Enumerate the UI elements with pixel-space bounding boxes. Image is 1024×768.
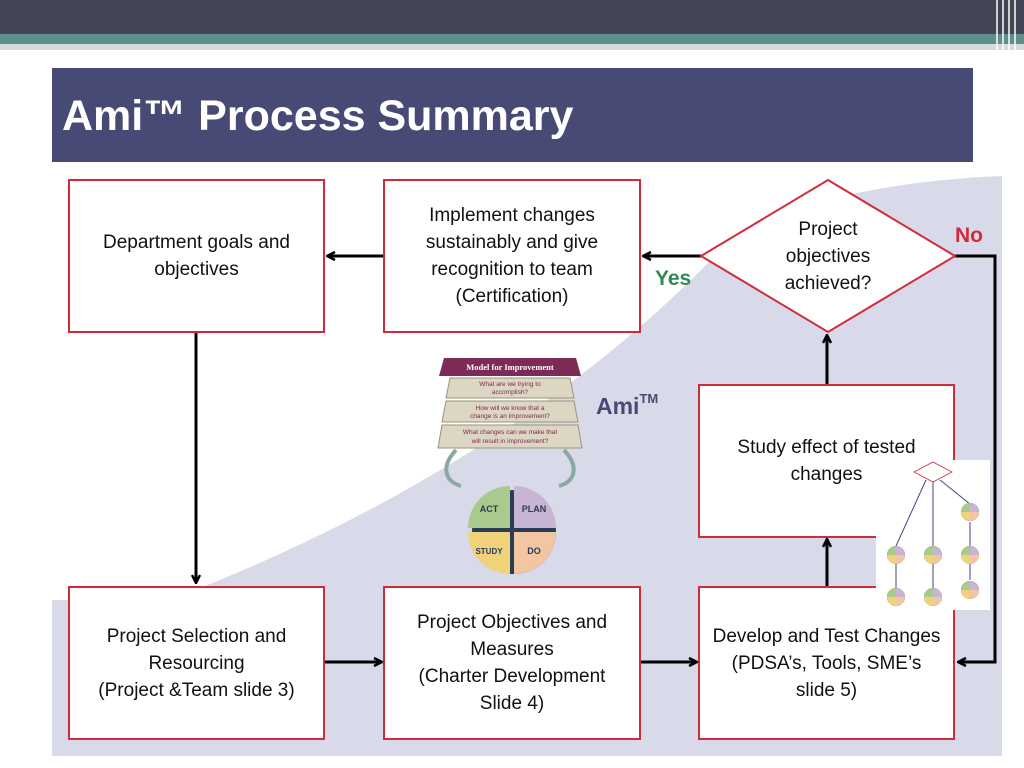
pdsa-do	[514, 532, 556, 574]
mini-tree-connectors	[895, 479, 971, 588]
connector-arrows	[196, 254, 997, 662]
mfi-cycle-arrow-right	[558, 448, 576, 488]
pdsa-act-label: ACT	[480, 504, 499, 514]
light-stripe	[0, 44, 1024, 50]
box-implement-changes: Implement changes sustainably and give r…	[383, 179, 641, 333]
teal-stripe	[0, 34, 1024, 44]
box-department-goals: Department goals and objectives	[68, 179, 325, 333]
mfi-q2-line2: change is an improvement?	[470, 413, 550, 420]
pdsa-study	[468, 532, 510, 574]
ami-label: AmiTM	[596, 391, 659, 420]
box-project-objectives-text: Project Objectives and Measures (Charter…	[416, 612, 608, 714]
mfi-question-2	[441, 400, 579, 423]
mini-wheel	[924, 588, 942, 606]
slide-title: Ami™ Process Summary	[62, 92, 574, 140]
mini-wheel	[961, 581, 979, 599]
mfi-q3-line1: What changes can we make that	[463, 429, 557, 436]
mfi-q1-line2: accomplish?	[492, 389, 529, 396]
pdsa-plan-label: PLAN	[522, 504, 547, 514]
box-project-objectives: Project Objectives and Measures (Charter…	[383, 586, 641, 740]
pdsa-act	[468, 486, 510, 528]
top-header-bar	[0, 0, 1024, 34]
box-study-effect-text: Study effect of tested changes	[737, 437, 916, 485]
box-implement-changes-text: Implement changes sustainably and give r…	[425, 205, 599, 307]
mini-wheel	[961, 546, 979, 564]
corner-line	[1002, 0, 1004, 70]
mini-pdsa-wheels	[887, 503, 979, 606]
box-develop-test: Develop and Test Changes (PDSA’s, Tools,…	[698, 586, 955, 740]
corner-line	[996, 0, 998, 70]
mfi-header-band	[439, 358, 581, 376]
yes-label: Yes	[655, 267, 692, 290]
ami-trademark: TM	[639, 391, 659, 406]
mfi-q3-line2: will result in improvement?	[471, 438, 549, 445]
no-label: No	[955, 224, 983, 247]
decision-diamond	[699, 178, 957, 334]
mini-wheel	[887, 588, 905, 606]
box-project-selection-text: Project Selection and Resourcing (Projec…	[98, 625, 295, 701]
corner-line	[1008, 0, 1010, 70]
box-project-selection: Project Selection and Resourcing (Projec…	[68, 586, 325, 740]
box-develop-test-text: Develop and Test Changes (PDSA’s, Tools,…	[712, 625, 941, 701]
pdsa-plan	[514, 486, 556, 528]
arrow-no-loop	[955, 254, 997, 662]
mini-wheel	[887, 546, 905, 564]
pdsa-do-label: DO	[527, 546, 541, 556]
mfi-q2-line1: How will we know that a	[476, 405, 545, 412]
mfi-cycle-arrow-left	[444, 448, 462, 488]
mfi-question-3	[437, 424, 583, 449]
ami-label-text: Ami	[596, 393, 640, 419]
mini-wheel	[961, 503, 979, 521]
pdsa-study-label: STUDY	[475, 547, 503, 556]
model-for-improvement-graphic: Model for Improvement What are we trying…	[437, 358, 583, 574]
mfi-q1-line1: What are we trying to	[479, 381, 541, 388]
corner-line	[1014, 0, 1016, 70]
mini-wheel	[924, 546, 942, 564]
pdsa-tree-thumbnail	[876, 460, 990, 610]
decision-text: Project objectives achieved?	[784, 219, 872, 294]
mini-decision-diamond	[913, 461, 953, 483]
box-department-goals-text: Department goals and objectives	[103, 232, 290, 280]
mfi-header-text: Model for Improvement	[466, 362, 554, 372]
mfi-question-1	[445, 377, 575, 399]
title-bar	[52, 68, 973, 162]
